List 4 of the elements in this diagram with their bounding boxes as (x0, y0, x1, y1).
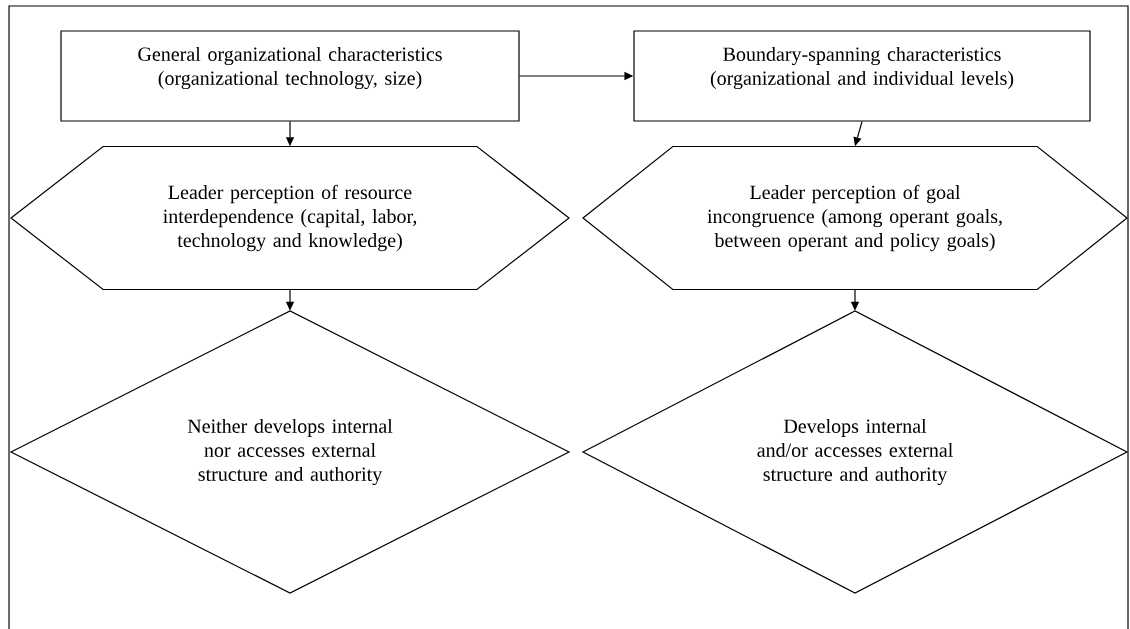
process-box: Boundary-spanning characteristics (organizational and individual levels) (633, 30, 1091, 122)
hexagon-box: Leader perception of resource interdependence (capital, labor, technology and knowledge) (10, 145, 570, 291)
process-box: General organizational characteristics (organizational technology, size) (60, 30, 520, 122)
hexagon-box: Leader perception of goal incongruence (among operant goals, between operant and policy goals) (582, 145, 1128, 291)
